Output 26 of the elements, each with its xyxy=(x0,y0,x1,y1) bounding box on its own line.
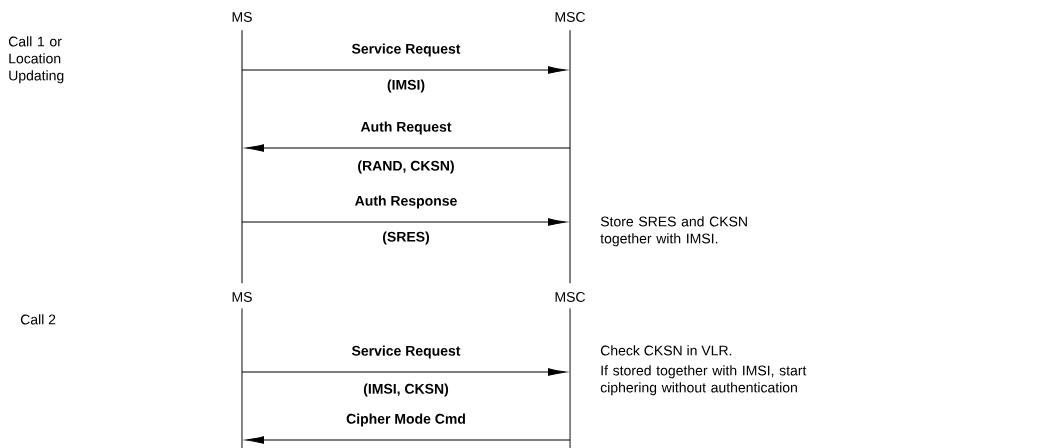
lifeline xyxy=(569,30,571,284)
note-text: If stored together with IMSI, start ciphering without authentication xyxy=(600,365,807,396)
parameter-label: (SRES) xyxy=(382,231,430,245)
note-text: Check CKSN in VLR. xyxy=(600,345,732,356)
parameter-label: (RAND, CKSN) xyxy=(358,160,454,174)
edge-label: Service Request xyxy=(351,43,461,57)
participant-label: MSC xyxy=(555,292,586,302)
edge-label: Cipher Mode Cmd xyxy=(346,413,465,427)
participant-label: MSC xyxy=(555,12,586,22)
edge-label: Auth Response xyxy=(355,195,457,209)
note-text: Call 2 xyxy=(20,314,56,325)
note-text: Call 1 or Location Updating xyxy=(8,36,64,84)
participant-label: MS xyxy=(232,12,252,22)
arrow xyxy=(241,218,567,226)
arrow xyxy=(245,144,571,152)
participant-label: MS xyxy=(232,292,252,302)
edge-label: Service Request xyxy=(351,345,461,359)
arrow xyxy=(241,368,567,376)
arrow xyxy=(245,436,571,444)
lifeline xyxy=(569,308,571,448)
note-text: Store SRES and CKSN together with IMSI. xyxy=(600,216,747,247)
parameter-label: (IMSI, CKSN) xyxy=(363,383,449,397)
lifeline xyxy=(241,30,243,284)
arrow xyxy=(241,66,567,74)
edge-label: Auth Request xyxy=(360,121,452,135)
parameter-label: (IMSI) xyxy=(387,79,425,93)
